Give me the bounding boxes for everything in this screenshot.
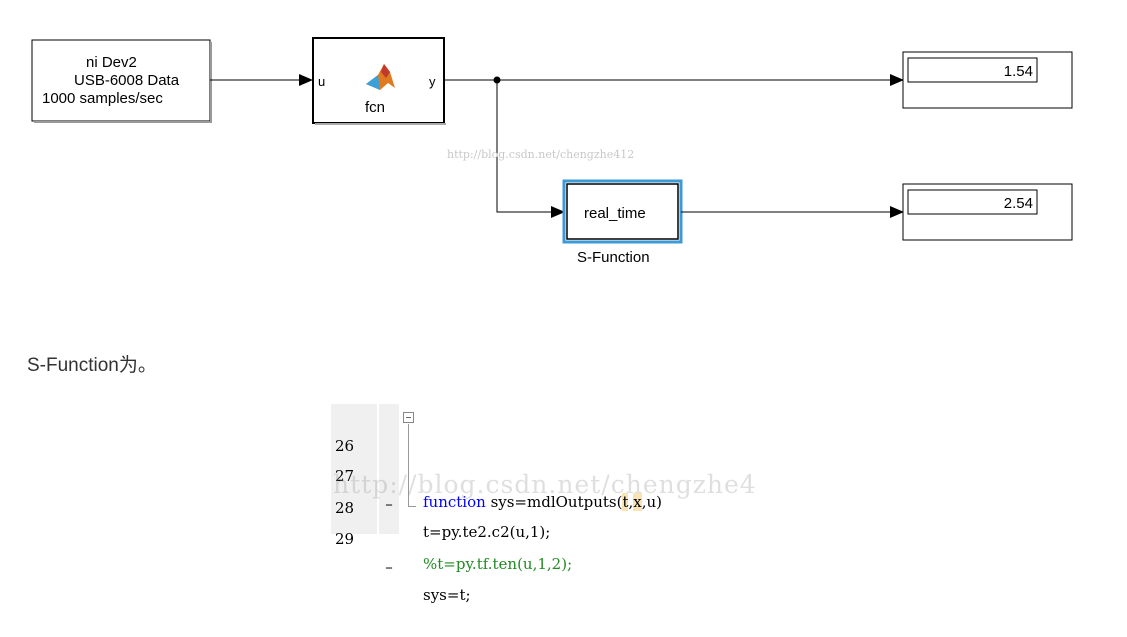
matlab-logo-icon [366,64,395,90]
source-block[interactable]: ni Dev2 USB-6008 Data 1000 samples/sec [31,39,212,123]
line-marker: – [385,495,393,513]
display-top-value: 1.54 [1004,63,1033,80]
diagram-watermark: http://blog.csdn.net/chengzhe412 [447,148,634,161]
source-line-1: ni Dev2 [86,54,137,71]
fcn-label: fcn [365,99,385,116]
display-bottom[interactable]: 2.54 [902,183,1073,241]
code-text: t=py.te2.c2(u,1); [423,523,551,541]
line-marker: – [385,558,393,576]
code-comment: %t=py.tf.ten(u,1,2); [423,555,573,573]
source-line-2: USB-6008 Data [74,72,180,89]
caption-text: S-Function为。 [27,355,157,376]
line-number: 29 [335,530,355,548]
sfunction-caption: S-Function [577,249,650,266]
fcn-out-port: y [429,74,436,89]
code-line-26[interactable]: 26 function sys=mdlOutputs(t,x,u) [331,404,662,511]
fold-toggle-icon[interactable] [403,412,414,423]
fold-line [408,424,409,506]
display-bottom-value: 2.54 [1004,195,1033,212]
signal-line-branch [496,80,565,218]
display-top[interactable]: 1.54 [902,51,1073,109]
sfunction-block[interactable]: real_time S-Function [562,179,683,266]
code-editor: 26 function sys=mdlOutputs(t,x,u) 27 – t… [331,404,791,604]
fcn-in-port: u [318,74,325,89]
code-watermark: http://blog.csdn.net/chengzhe4 [333,470,757,499]
source-line-3: 1000 samples/sec [42,90,163,107]
code-text: sys=t; [423,586,471,604]
breakpoint-gutter [379,404,399,534]
simulink-diagram: ni Dev2 USB-6008 Data 1000 samples/sec u… [31,37,1073,266]
line-number-gutter [331,404,377,534]
line-number: 27 [335,467,355,485]
sfunction-label: real_time [584,205,646,222]
fcn-block[interactable]: u y fcn [312,37,446,125]
line-number: 28 [335,499,355,517]
fold-end [408,506,416,507]
code-line-27[interactable]: 27 – t=py.te2.c2(u,1); [331,434,550,541]
line-number: 26 [335,437,355,455]
code-text: function sys=mdlOutputs(t,x,u) [423,493,663,511]
code-line-29[interactable]: 29 – sys=t; [331,497,471,604]
